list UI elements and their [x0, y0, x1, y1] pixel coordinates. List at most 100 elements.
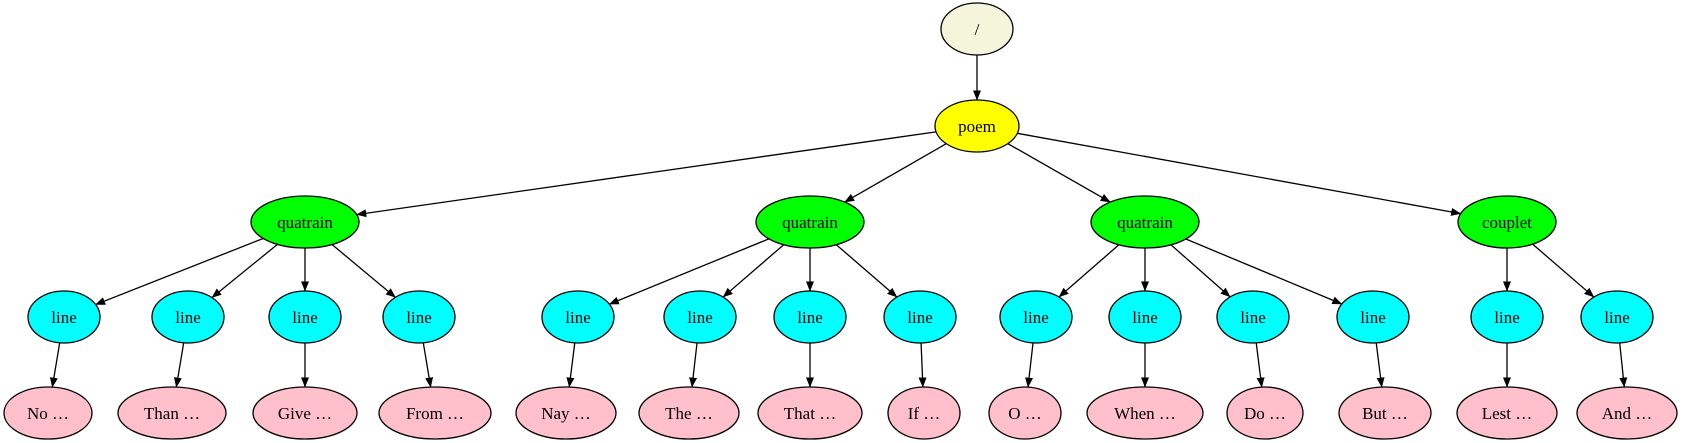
- line-node-4-1-label: line: [1494, 308, 1520, 327]
- text-node-3-2: When …: [1086, 386, 1204, 440]
- text-node-3-1-label: O …: [1008, 404, 1042, 423]
- edge-line-3-4-text: [1375, 342, 1385, 388]
- line-node-3-1: line: [999, 290, 1073, 344]
- text-node-2-3-label: That …: [784, 404, 836, 423]
- line-node-2-2-label: line: [687, 308, 713, 327]
- edge-stanza-1-line-1: [95, 237, 264, 306]
- line-node-4-2: line: [1580, 290, 1654, 344]
- line-node-4-1: line: [1470, 290, 1544, 344]
- edge-stanza-1-line-2: [211, 243, 278, 299]
- edge-line-3-3-text: [1255, 342, 1265, 388]
- line-node-1-3-shape: [268, 290, 342, 344]
- line-node-3-3: line: [1216, 290, 1290, 344]
- line-node-3-4: line: [1336, 290, 1410, 344]
- edge-line-2-4-text: [918, 342, 927, 388]
- line-node-4-2-shape: [1580, 290, 1654, 344]
- stanza-node-3: quatrain: [1090, 195, 1200, 249]
- edge-line-1-2-text: [173, 342, 185, 388]
- text-node-4-1: Lest …: [1456, 386, 1558, 440]
- line-node-2-4-label: line: [907, 308, 933, 327]
- edge-stanza-3-line-4: [1185, 238, 1343, 305]
- line-node-2-2: line: [663, 290, 737, 344]
- line-node-1-4: line: [382, 290, 456, 344]
- edge-line-3-1-text: [1025, 342, 1034, 388]
- poem-node: poem: [934, 99, 1020, 153]
- line-node-3-4-shape: [1336, 290, 1410, 344]
- stanza-node-4-label: couplet: [1482, 213, 1532, 232]
- edge-line-2-1-text: [566, 342, 576, 388]
- edge-poem-stanza-3: [1007, 143, 1111, 203]
- text-node-3-1: O …: [988, 386, 1062, 440]
- text-node-2-4: If …: [887, 386, 961, 440]
- text-node-3-4-label: But …: [1362, 404, 1408, 423]
- edges: [49, 55, 1628, 388]
- stanza-node-3-shape: [1090, 195, 1200, 249]
- line-node-3-3-shape: [1216, 290, 1290, 344]
- line-node-1-2-shape: [151, 290, 225, 344]
- line-node-1-2: line: [151, 290, 225, 344]
- text-node-4-1-label: Lest …: [1482, 404, 1533, 423]
- line-node-3-2-label: line: [1132, 308, 1158, 327]
- text-node-1-4-shape: [378, 386, 492, 440]
- line-node-2-1: line: [541, 290, 615, 344]
- text-node-3-4: But …: [1338, 386, 1432, 440]
- text-node-2-1-label: Nay …: [541, 404, 591, 423]
- line-node-2-2-shape: [663, 290, 737, 344]
- root-node: /: [940, 2, 1014, 56]
- edge-stanza-3-line-1: [1058, 244, 1120, 298]
- text-node-1-2: Than …: [117, 386, 227, 440]
- text-node-2-3-shape: [757, 386, 863, 440]
- text-node-3-1-shape: [988, 386, 1062, 440]
- edge-stanza-3-line-3: [1170, 244, 1231, 298]
- line-node-3-2: line: [1108, 290, 1182, 344]
- root-node-shape: [940, 2, 1014, 56]
- text-node-2-1-shape: [515, 386, 617, 440]
- line-node-2-3-label: line: [797, 308, 823, 327]
- line-node-3-4-label: line: [1360, 308, 1386, 327]
- text-node-2-1: Nay …: [515, 386, 617, 440]
- line-node-2-3: line: [773, 290, 847, 344]
- edge-line-1-1-text: [49, 342, 61, 388]
- stanza-node-4-shape: [1457, 195, 1557, 249]
- text-node-1-1: No …: [3, 386, 93, 440]
- line-node-2-4: line: [883, 290, 957, 344]
- line-node-2-4-shape: [883, 290, 957, 344]
- text-node-1-4: From …: [378, 386, 492, 440]
- text-node-4-2-label: And …: [1602, 404, 1653, 423]
- stanza-node-1-shape: [250, 195, 360, 249]
- edge-stanza-2-line-1: [608, 238, 770, 305]
- stanza-node-2: quatrain: [755, 195, 865, 249]
- text-node-2-2-label: The …: [665, 404, 713, 423]
- edge-stanza-4-line-2: [1532, 243, 1595, 298]
- line-node-4-2-label: line: [1604, 308, 1630, 327]
- text-node-4-2: And …: [1576, 386, 1678, 440]
- text-node-4-2-shape: [1576, 386, 1678, 440]
- text-node-1-1-label: No …: [27, 404, 69, 423]
- line-node-1-4-label: line: [406, 308, 432, 327]
- text-node-3-3-shape: [1226, 386, 1304, 440]
- text-node-2-2-shape: [638, 386, 740, 440]
- text-node-3-4-shape: [1338, 386, 1432, 440]
- edge-stanza-2-line-2: [722, 244, 785, 298]
- line-node-3-1-shape: [999, 290, 1073, 344]
- text-node-2-4-label: If …: [908, 404, 941, 423]
- line-node-4-1-shape: [1470, 290, 1544, 344]
- text-node-2-2: The …: [638, 386, 740, 440]
- root-node-label: /: [975, 20, 980, 39]
- line-node-3-2-shape: [1108, 290, 1182, 344]
- stanza-node-1-label: quatrain: [277, 213, 333, 232]
- text-node-1-3-shape: [252, 386, 358, 440]
- text-node-1-1-shape: [3, 386, 93, 440]
- edge-poem-stanza-4: [1017, 132, 1462, 216]
- text-node-3-3-label: Do …: [1244, 404, 1286, 423]
- line-node-3-3-label: line: [1240, 308, 1266, 327]
- line-node-1-4-shape: [382, 290, 456, 344]
- line-node-2-3-shape: [773, 290, 847, 344]
- text-node-2-4-shape: [887, 386, 961, 440]
- edge-line-4-2-text: [1619, 342, 1628, 388]
- text-node-4-1-shape: [1456, 386, 1558, 440]
- line-node-2-1-label: line: [565, 308, 591, 327]
- edge-stanza-2-line-4: [835, 244, 898, 298]
